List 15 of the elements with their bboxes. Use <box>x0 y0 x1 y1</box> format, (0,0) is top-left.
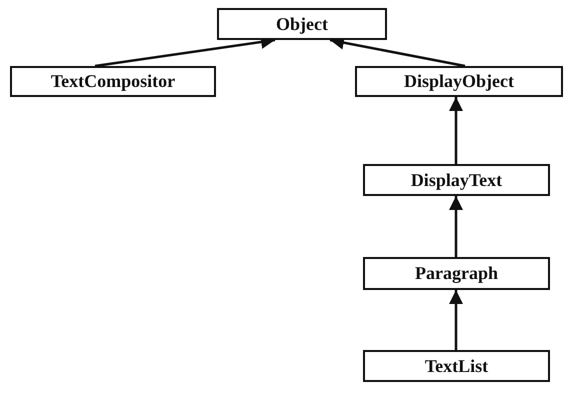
class-name: TextCompositor <box>50 71 176 92</box>
class-box <box>10 66 216 97</box>
class-name: TextList <box>424 356 488 376</box>
inheritance-arrow <box>449 97 463 164</box>
class-box <box>363 257 550 290</box>
class-name: Paragraph <box>415 263 498 284</box>
class-name: Object <box>276 14 328 34</box>
inheritance-arrow <box>449 196 463 257</box>
class-box <box>355 66 563 97</box>
class-box <box>363 164 550 196</box>
class-box <box>363 350 550 382</box>
class-name: DisplayText <box>410 170 502 190</box>
inheritance-arrow <box>449 290 463 350</box>
class-box <box>217 8 387 40</box>
class-name: DisplayObject <box>404 71 514 92</box>
